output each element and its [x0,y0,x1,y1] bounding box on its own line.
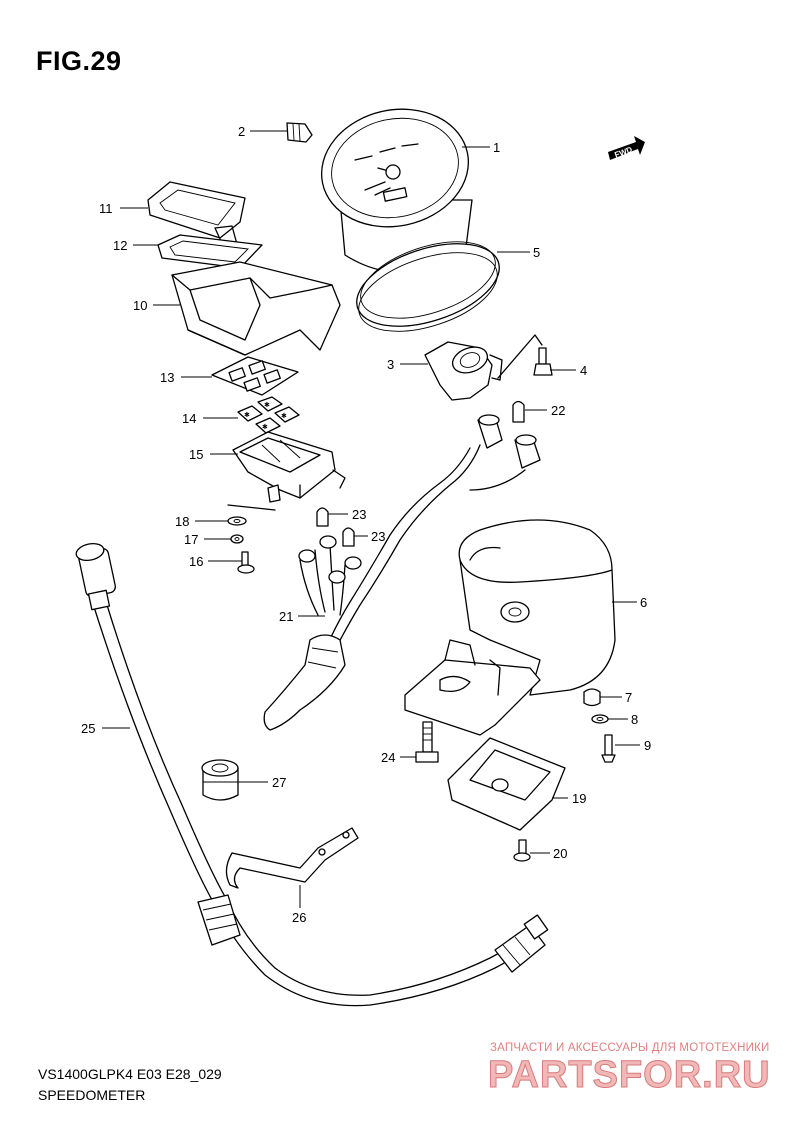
callout-25: 25 [81,721,95,736]
callout-3: 3 [387,357,394,372]
callout-15: 15 [189,447,203,462]
part-25-speedometer-cable[interactable] [75,541,549,1007]
svg-text:✱: ✱ [244,411,250,419]
part-7-cushion[interactable] [583,688,601,707]
callout-8: 8 [631,712,638,727]
callout-6: 6 [640,595,647,610]
callout-leaders [102,130,640,908]
callout-11: 11 [99,201,113,216]
part-20-screw[interactable] [513,839,531,862]
callout-23-b: 23 [371,529,385,544]
callout-9: 9 [644,738,651,753]
callout-10: 10 [133,298,147,313]
svg-text:✱: ✱ [262,423,268,431]
fwd-label: FWD [613,145,633,160]
part-23-bulb-a[interactable] [316,507,329,527]
fwd-arrow-icon: FWD [608,136,645,160]
callout-numbers: 2 1 5 3 4 11 12 10 13 14 15 22 23 23 18 … [81,124,651,925]
callout-26: 26 [292,910,306,925]
model-code: VS1400GLPK4 E03 E28_029 [38,1066,222,1082]
callout-2: 2 [238,124,245,139]
callout-19: 19 [572,791,586,806]
part-8-washer[interactable] [591,714,609,724]
callout-21: 21 [279,609,293,624]
watermark-logo: PARTSFOR.RU [488,1054,771,1097]
callout-27: 27 [272,775,286,790]
callout-24: 24 [381,750,395,765]
part-3-bulb-socket[interactable] [424,334,543,401]
part-9-screw[interactable] [601,734,616,763]
part-14-symbol-plates[interactable]: ✱ ✱ ✱ ✱ [237,396,300,434]
part-16-screw[interactable] [237,551,255,574]
callout-22: 22 [551,403,565,418]
callout-4: 4 [580,363,587,378]
callout-12: 12 [113,238,127,253]
part-10-indicator-case[interactable] [171,261,341,356]
callout-23-a: 23 [352,507,366,522]
callout-20: 20 [553,846,567,861]
svg-text:✱: ✱ [264,401,270,409]
part-4-screw[interactable] [533,347,553,376]
callout-16: 16 [189,554,203,569]
part-2-indicator-socket[interactable] [286,122,313,143]
part-19-bracket[interactable] [447,737,566,831]
part-17-washer[interactable] [230,534,244,544]
figure-description: SPEEDOMETER [38,1087,146,1103]
part-26-cable-clamp[interactable] [225,827,359,889]
part-24-bolt[interactable] [415,721,439,763]
part-22-bulb[interactable] [512,400,525,423]
part-15-indicator-housing[interactable] [227,431,346,511]
part-13-indicator-plate[interactable] [211,356,299,396]
svg-text:✱: ✱ [281,412,287,420]
figure-title: FIG.29 [36,46,122,76]
part-21-wire-harness[interactable] [263,414,541,731]
part-5-speedometer-gasket[interactable] [346,227,509,347]
part-6-speedometer-case[interactable] [404,519,616,736]
part-27-grommet[interactable] [201,759,239,801]
part-23-bulb-b[interactable] [342,527,355,547]
callout-17: 17 [184,532,198,547]
callout-1: 1 [493,140,500,155]
callout-13: 13 [160,370,174,385]
watermark-tagline: ЗАПЧАСТИ И АКСЕССУАРЫ ДЛЯ МОТОТЕХНИКИ [490,1042,770,1054]
part-18-washer[interactable] [227,516,247,526]
callout-5: 5 [533,245,540,260]
part-12-lens-gasket[interactable] [157,234,263,269]
callout-18: 18 [175,514,189,529]
callout-14: 14 [182,411,196,426]
callout-7: 7 [625,690,632,705]
